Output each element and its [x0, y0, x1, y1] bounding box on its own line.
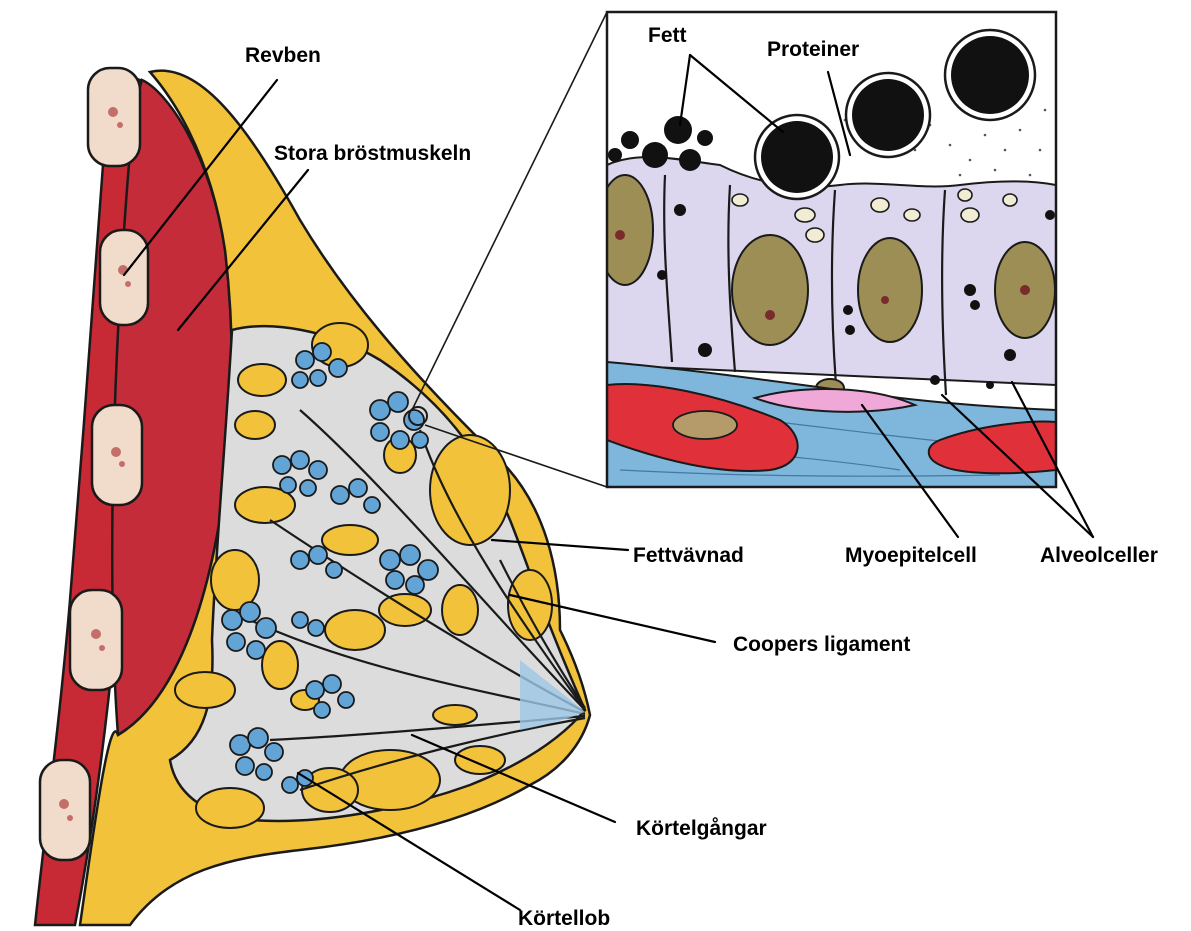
label-revben: Revben [245, 44, 321, 67]
label-stora-brostmuskeln: Stora bröstmuskeln [274, 142, 471, 165]
label-kortelgangar: Körtelgångar [636, 817, 767, 840]
label-fettvavnad: Fettvävnad [633, 544, 744, 567]
label-proteiner: Proteiner [767, 38, 859, 61]
label-kortellob: Körtellob [518, 907, 610, 930]
label-coopers-ligament: Coopers ligament [733, 633, 910, 656]
label-alveolceller: Alveolceller [1040, 544, 1158, 567]
label-fett: Fett [648, 24, 687, 47]
alveolus-inset [597, 12, 1056, 487]
breast-cross-section [35, 68, 590, 925]
capillary-left-nucleus [673, 411, 737, 439]
label-myoepitelcell: Myoepitelcell [845, 544, 977, 567]
